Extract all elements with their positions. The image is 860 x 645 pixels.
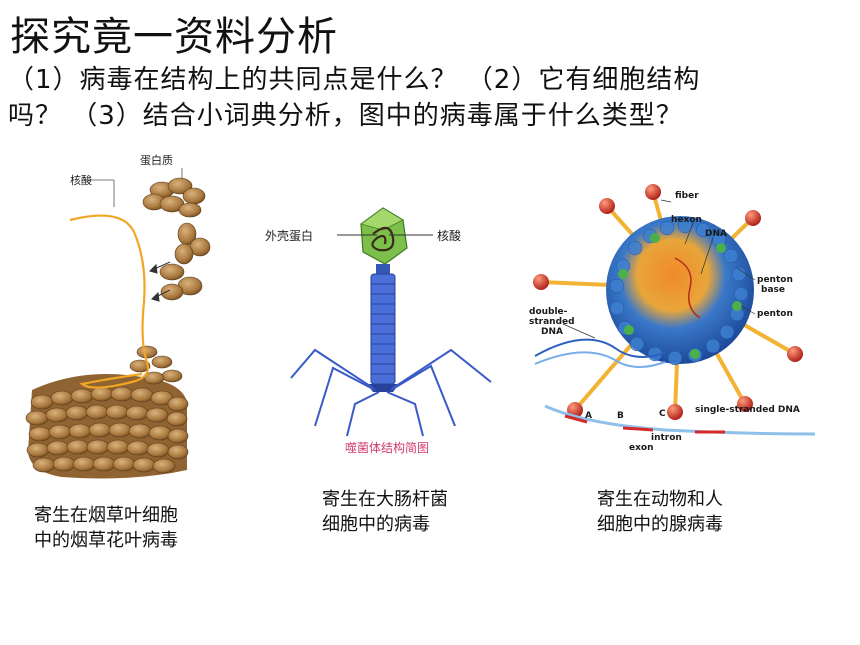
exon-segments [564,414,725,434]
adenovirus-illustration: fiber hexon DNA penton base penton doubl… [529,184,816,453]
question-line-2: 吗？ （3）结合小词典分析，图中的病毒属于什么类型？ [8,101,683,131]
tmv-protein-subunits [142,177,211,301]
tmv-rna-strand [69,214,150,389]
adenovirus-penton-bases [618,233,742,359]
phage-caption-line-2: 细胞中的病毒 [322,514,430,535]
phage-nucleic-acid-label: 核酸 [437,228,461,243]
adenovirus-capsid [606,216,754,364]
phage-caption-line-1: 寄生在大肠杆菌 [322,489,448,510]
tmv-protein-label: 蛋白质 [140,153,173,167]
adenovirus-caption-line-1: 寄生在动物和人 [597,489,723,510]
penton-label: penton [757,309,793,319]
double-stranded-dna [534,338,666,358]
question-text: （1）病毒在结构上的共同点是什么？ （2）它有细胞结构 吗？ （3）结合小词典分… [8,62,798,134]
penton-base-label-2: base [761,285,785,295]
single-stranded-dna [544,404,816,436]
adenovirus-caption: 寄生在动物和人 细胞中的腺病毒 [597,487,797,537]
slide-title: 探究竟一资料分析 [10,14,338,60]
phage-head [360,207,408,265]
intron-label: intron [651,433,682,443]
segment-c-label: C [659,409,666,419]
penton-base-label-1: penton [757,275,793,285]
tobacco-mosaic-virus-illustration: 核酸 蛋白质 [25,153,211,479]
tmv-nucleic-acid-label: 核酸 [70,173,92,187]
phage-tail [367,264,399,392]
segment-b-label: B [617,411,624,421]
adenovirus-core-dna [674,257,701,319]
tmv-capsid-rod [25,345,189,479]
phage-caption: 寄生在大肠杆菌 细胞中的病毒 [322,487,522,537]
phage-tail-fibers [290,348,492,437]
tmv-caption: 寄生在烟草叶细胞 中的烟草花叶病毒 [34,503,234,553]
adenovirus-fiber-knobs [533,184,803,420]
hexon-label: hexon [671,215,702,225]
question-line-1: （1）病毒在结构上的共同点是什么？ （2）它有细胞结构 [8,65,701,95]
segment-a-label: A [585,411,592,421]
double-stranded-label-1: double- [529,307,568,317]
bacteriophage-illustration: 外壳蛋白 核酸 噬菌体结构简图 [265,207,492,455]
tmv-caption-line-2: 中的烟草花叶病毒 [34,530,178,551]
double-stranded-label-2: stranded [529,317,575,327]
tmv-assembly-arrows [149,261,171,302]
fiber-label: fiber [675,191,699,201]
double-stranded-label-3: DNA [541,327,563,337]
dna-label: DNA [705,229,727,239]
single-stranded-label: single-stranded DNA [695,405,800,415]
phage-diagram-title: 噬菌体结构简图 [345,440,429,455]
adenovirus-caption-line-2: 细胞中的腺病毒 [597,514,723,535]
exon-label: exon [629,443,654,453]
phage-capsid-label: 外壳蛋白 [265,228,313,243]
tmv-caption-line-1: 寄生在烟草叶细胞 [34,505,178,526]
